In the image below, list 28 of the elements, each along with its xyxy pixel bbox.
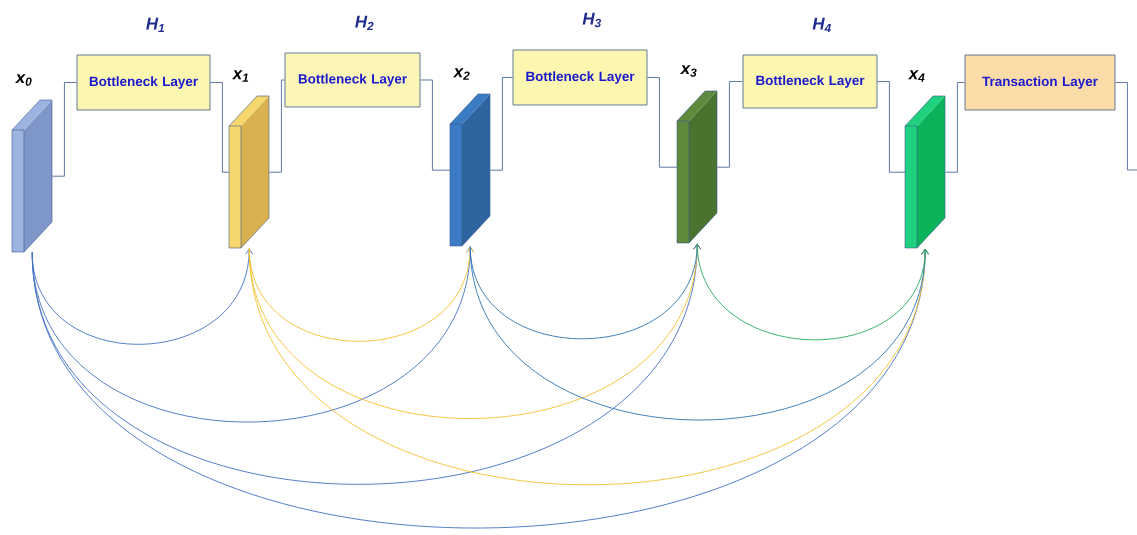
layer-box: Bottleneck Layer — [742, 54, 878, 109]
connector-line — [419, 79, 451, 171]
feature-label: x$_{2}$ — [453, 68, 470, 80]
layer-label: H$_{1}$ — [146, 17, 165, 33]
layer-box: Bottleneck Layer — [284, 52, 421, 108]
layer-label: H$_{3}$ — [582, 12, 602, 28]
layer-box: Bottleneck Layer — [512, 49, 648, 106]
layer-box: Bottleneck Layer — [76, 54, 211, 111]
connector-line — [209, 82, 230, 173]
connector-line — [51, 82, 78, 177]
arrow — [469, 243, 702, 340]
connector-line — [716, 81, 744, 168]
feature-label: x$_{3}$ — [680, 65, 697, 77]
connector-line — [1114, 82, 1137, 171]
connector-line — [268, 79, 286, 173]
connector-line — [876, 81, 906, 173]
layer-label: H$_{4}$ — [812, 17, 831, 33]
feature-label: x$_{1}$ — [232, 70, 249, 82]
arrow — [31, 248, 254, 345]
feature-label: x$_{4}$ — [908, 70, 925, 82]
layer-label: H$_{2}$ — [355, 15, 374, 31]
arrow — [696, 242, 930, 341]
connector-line — [944, 82, 966, 173]
connector-line — [489, 77, 514, 171]
layer-box: Transaction Layer — [964, 54, 1116, 111]
connector-line — [646, 77, 678, 168]
feature-label: x$_{0}$ — [15, 74, 32, 86]
arrow — [248, 246, 475, 342]
